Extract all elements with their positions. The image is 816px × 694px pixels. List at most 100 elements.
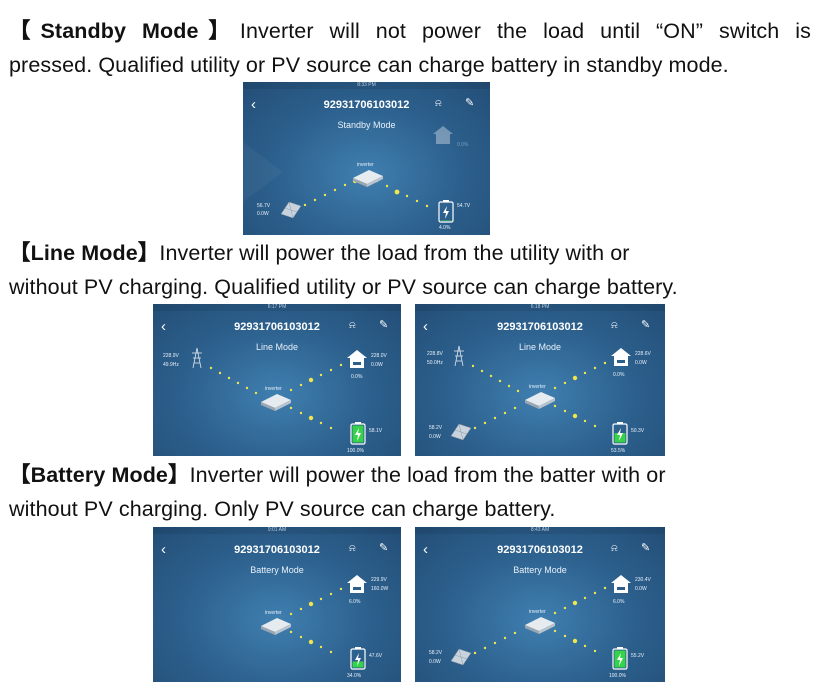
pv-voltage: 58.2V	[429, 650, 443, 656]
status-bar-time: 8:33 PM	[243, 82, 490, 89]
inverter-label: inverter	[529, 384, 546, 390]
back-chevron-icon[interactable]: ‹	[251, 96, 256, 113]
load-voltage: 228.6V	[635, 351, 651, 357]
pv-power: 0.0W	[429, 434, 441, 440]
device-id: 92931706103012	[497, 544, 583, 556]
inverter-icon	[261, 394, 291, 411]
mode-label: Battery Mode	[250, 565, 304, 575]
flow-dots	[471, 361, 607, 430]
line-mode-screenshot-2: 6:18 PM	[415, 304, 665, 456]
device-id: 92931706103012	[234, 544, 320, 556]
flow-dots	[209, 363, 343, 430]
solar-panel-icon	[450, 423, 472, 441]
standby-mode-text-2: pressed. Qualified utility or PV source …	[9, 53, 729, 77]
pv-voltage: 58.2V	[429, 425, 443, 431]
mode-label: Standby Mode	[337, 120, 396, 130]
line-mode-line-2: without PV charging. Qualified utility o…	[9, 270, 811, 304]
battery-icon	[350, 647, 366, 670]
battery-percent: 4.0%	[439, 225, 451, 231]
load-voltage: 228.0V	[371, 353, 387, 359]
back-chevron-icon[interactable]: ‹	[423, 318, 428, 335]
load-percent: 0.0%	[351, 374, 363, 380]
standby-mode-line-1: 【Standby Mode】Inverter will not power th…	[9, 14, 811, 48]
battery-voltage: 55.2V	[631, 653, 645, 659]
battery-voltage: 58.1V	[369, 428, 383, 434]
status-bar-time: 8:43 AM	[415, 527, 665, 534]
battery-percent: 53.5%	[611, 448, 626, 454]
inverter-label: inverter	[529, 609, 546, 615]
solar-panel-icon	[450, 648, 472, 666]
standby-mode-line-2: pressed. Qualified utility or PV source …	[9, 48, 811, 82]
battery-mode-screenshot-1: 9:01 AM ‹ 92931706103012 Battery Mode ⍾ …	[153, 527, 401, 682]
battery-percent: 100.0%	[609, 673, 626, 679]
energy-flow-diagram	[243, 126, 454, 223]
grid-voltage: 228.8V	[427, 351, 443, 357]
battery-percent: 100.0%	[347, 448, 364, 454]
bell-icon[interactable]: ⍾	[611, 320, 618, 331]
battery-fill	[440, 220, 452, 221]
battery-icon	[438, 200, 454, 223]
load-power: 0.0W	[371, 362, 383, 368]
inverter-label: inverter	[265, 386, 282, 392]
back-chevron-icon[interactable]: ‹	[161, 541, 166, 558]
mode-label: Battery Mode	[513, 565, 567, 575]
grid-frequency: 50.0Hz	[427, 360, 443, 366]
load-percent: 6.0%	[613, 599, 625, 605]
load-power: 0.0W	[635, 586, 647, 592]
load-percent: 0.0%	[613, 372, 625, 378]
line-mode-text-2: without PV charging. Qualified utility o…	[9, 275, 678, 299]
inverter-icon	[353, 170, 383, 187]
bell-icon[interactable]: ⍾	[349, 543, 356, 554]
battery-icon	[612, 422, 628, 445]
load-voltage: 229.9V	[371, 577, 387, 583]
standby-mode-screenshot: 8:33 PM ‹ 92931706103012 Sta	[243, 82, 490, 235]
edit-icon[interactable]: ✎	[379, 542, 389, 554]
status-bar-time: 9:01 AM	[153, 527, 401, 534]
inverter-icon	[525, 392, 555, 409]
home-icon	[433, 126, 453, 144]
solar-panel-icon	[280, 201, 302, 219]
back-chevron-icon[interactable]: ‹	[161, 318, 166, 335]
home-icon	[347, 350, 367, 368]
battery-percent: 34.0%	[347, 673, 362, 679]
status-bar-time: 6:18 PM	[415, 304, 665, 311]
device-id: 92931706103012	[234, 321, 320, 333]
edit-icon[interactable]: ✎	[641, 542, 651, 554]
status-bar-time: 6:17 PM	[153, 304, 401, 311]
battery-fill	[352, 661, 364, 668]
battery-icon	[350, 422, 366, 445]
home-icon	[347, 575, 367, 593]
home-icon	[611, 575, 631, 593]
battery-mode-text-2: without PV charging. Only PV source can …	[9, 497, 556, 521]
battery-voltage: 47.6V	[369, 653, 383, 659]
home-icon	[611, 348, 631, 366]
load-voltage: 230.4V	[635, 577, 651, 583]
mode-label: Line Mode	[518, 342, 562, 352]
line-mode-line-1: 【Line Mode】Inverter will power the load …	[9, 236, 811, 270]
device-id: 92931706103012	[497, 321, 583, 333]
battery-mode-line-1: 【Battery Mode】Inverter will power the lo…	[9, 458, 811, 492]
battery-mode-heading: 【Battery Mode】	[9, 463, 190, 487]
line-mode-text-1: Inverter will power the load from the ut…	[159, 241, 630, 265]
pv-voltage: 56.7V	[257, 203, 271, 209]
bell-icon[interactable]: ⍾	[611, 543, 618, 554]
inverter-icon	[525, 617, 555, 634]
battery-icon	[612, 647, 628, 670]
bell-icon[interactable]: ⍾	[435, 98, 442, 109]
back-chevron-icon[interactable]: ‹	[423, 541, 428, 558]
edit-icon[interactable]: ✎	[379, 319, 389, 331]
standby-mode-heading: 【Standby Mode】	[9, 19, 240, 43]
edit-icon[interactable]: ✎	[641, 319, 651, 331]
flow-dots	[473, 586, 607, 655]
edit-icon[interactable]: ✎	[465, 97, 475, 109]
energy-flow-diagram	[192, 347, 367, 445]
battery-voltage: 54.7V	[457, 203, 471, 209]
flow-dots	[289, 587, 343, 654]
standby-mode-text-1: Inverter will not power the load until “…	[239, 19, 812, 43]
device-id: 92931706103012	[323, 99, 410, 111]
inverter-label: inverter	[265, 610, 282, 616]
battery-mode-text-1: Inverter will power the load from the ba…	[189, 463, 666, 487]
line-mode-screenshot-1: 6:17 PM ‹ 92931706103	[153, 304, 401, 456]
bell-icon[interactable]: ⍾	[349, 320, 356, 331]
battery-voltage: 50.3V	[631, 428, 645, 434]
